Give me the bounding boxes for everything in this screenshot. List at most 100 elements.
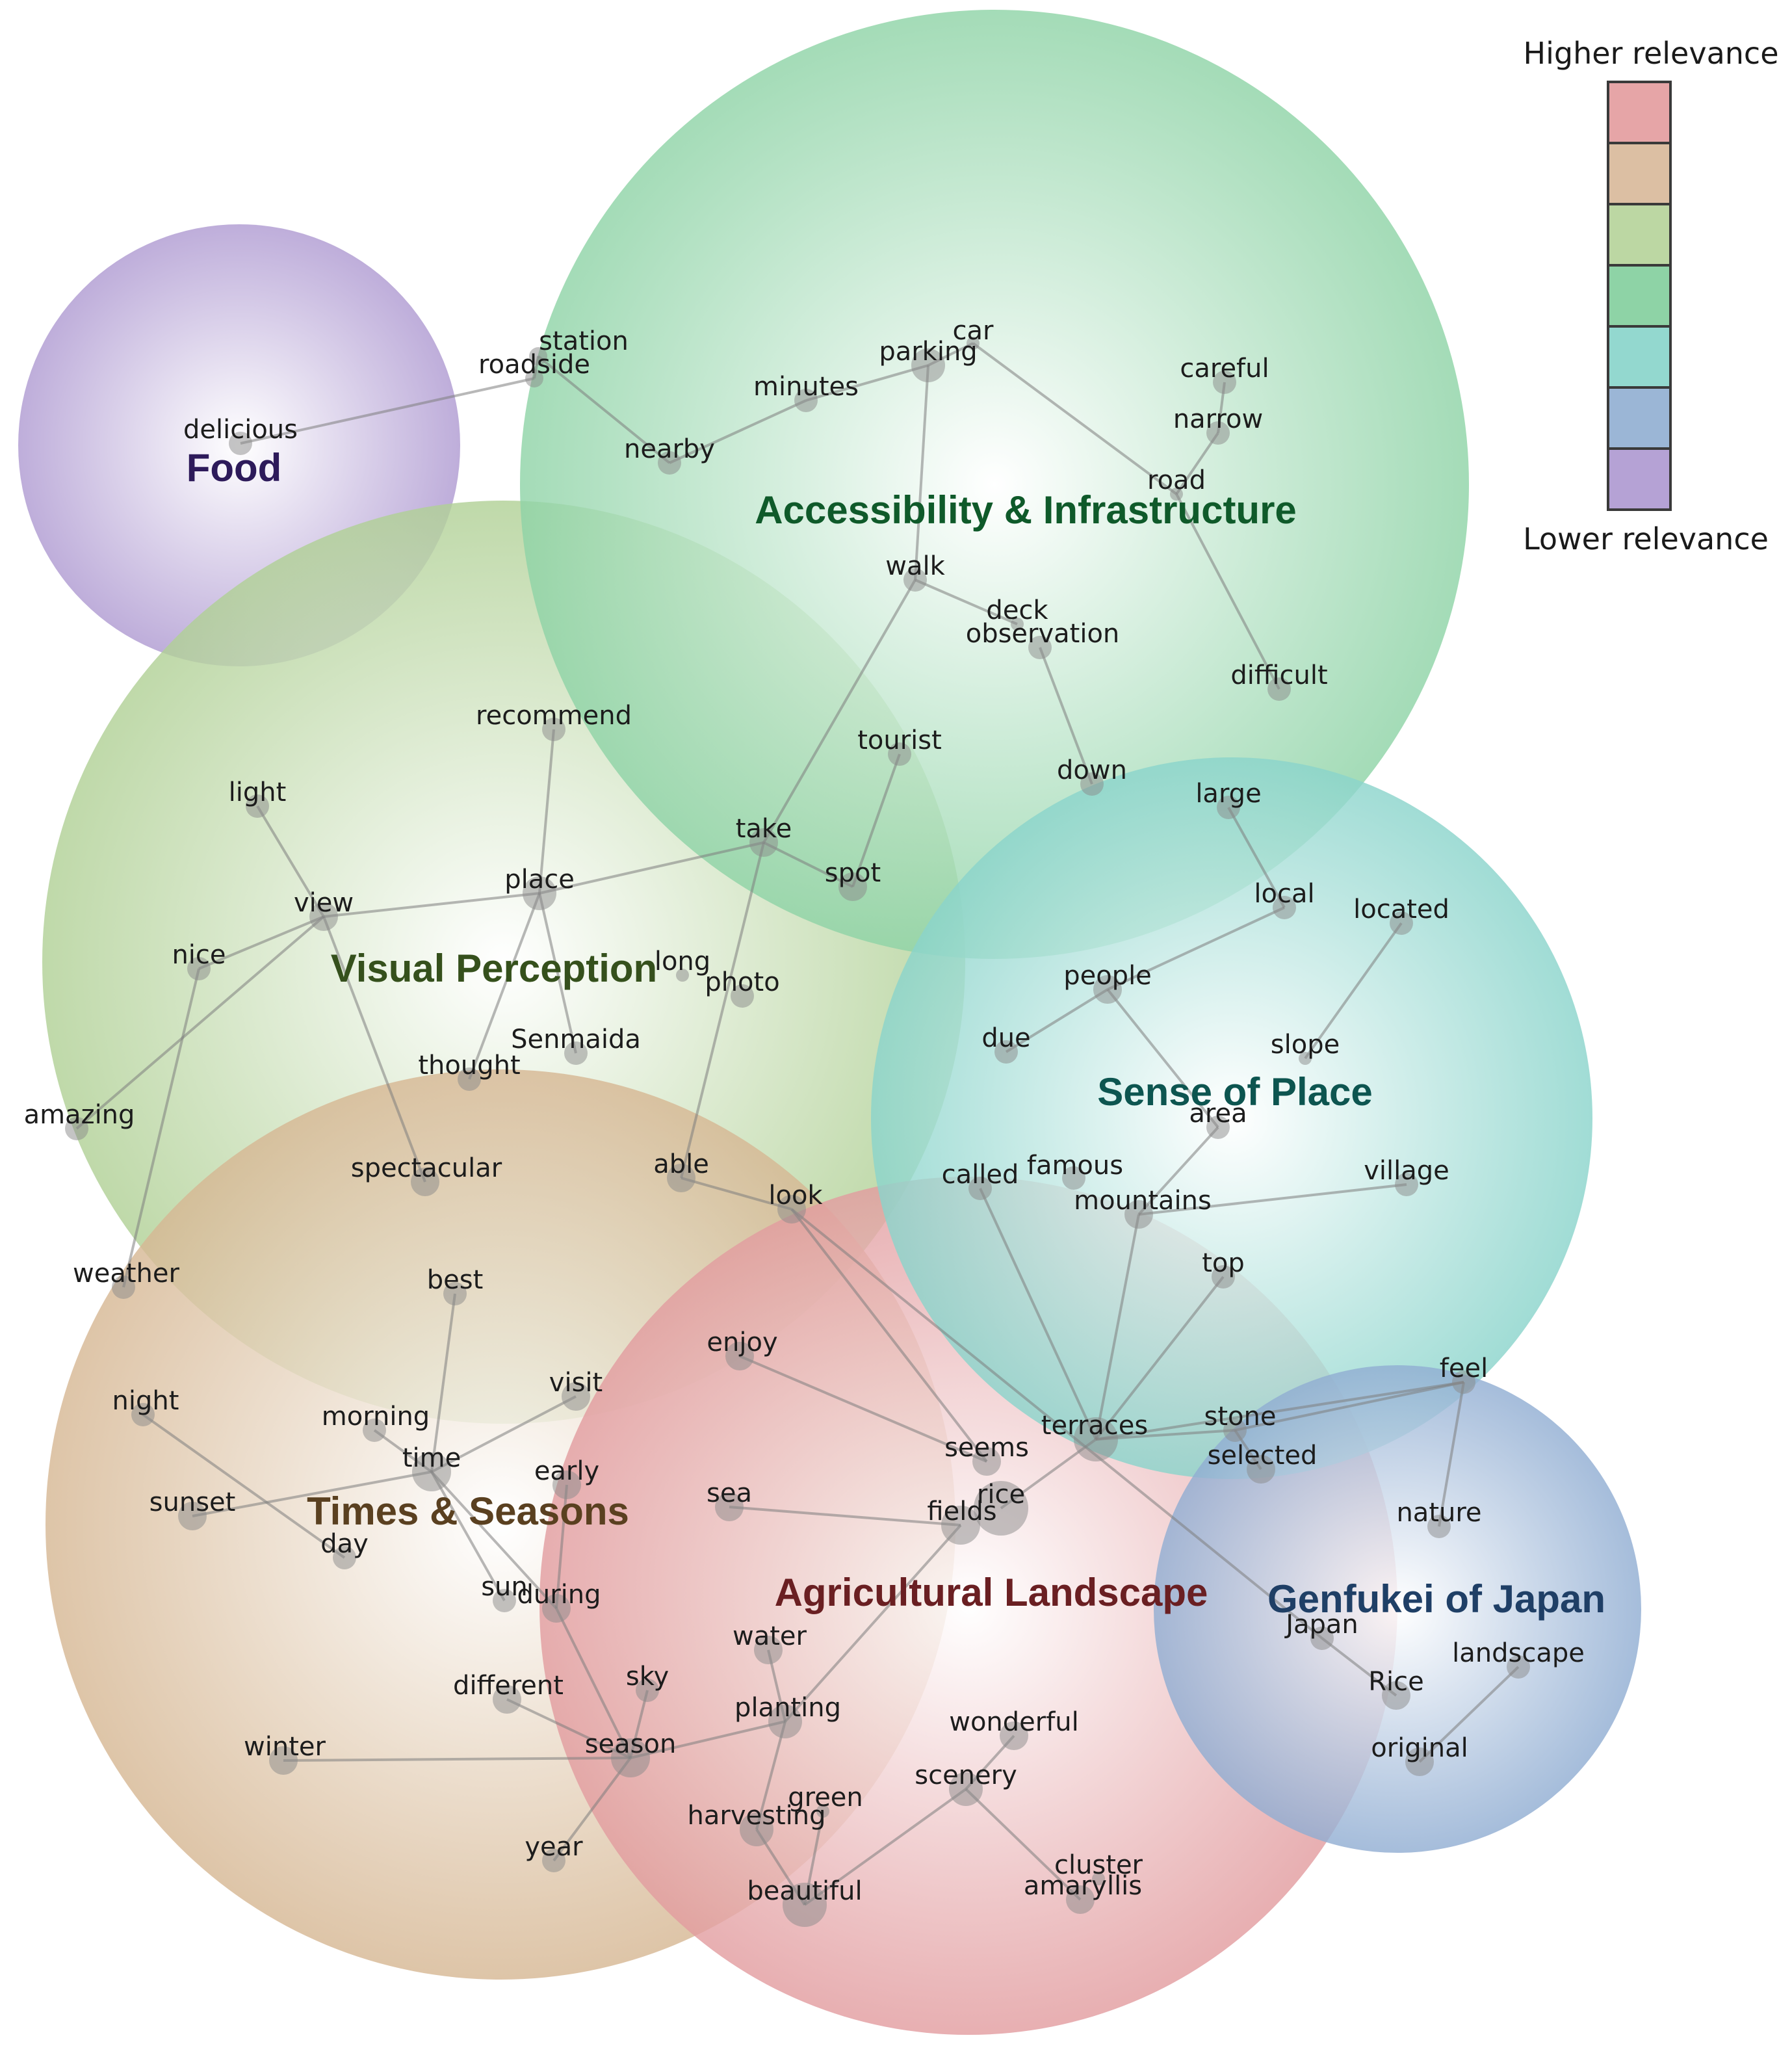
node-delicious (229, 432, 252, 455)
edge-view-spectacular (322, 916, 426, 1183)
node-stone (1223, 1419, 1247, 1442)
word-label-best: best (427, 1265, 484, 1295)
word-label-planting: planting (734, 1693, 841, 1723)
word-label-walk: walk (885, 551, 945, 581)
word-label-amazing: amazing (24, 1100, 135, 1130)
node-year (542, 1849, 565, 1872)
topic-title-food: Food (187, 446, 282, 490)
word-label-feel: feel (1440, 1354, 1488, 1383)
node-roadside (525, 369, 543, 387)
node-slope (1299, 1052, 1312, 1065)
node-green (816, 1805, 829, 1818)
edge-scenery-amaryllis (965, 1788, 1082, 1901)
word-label-tourist: tourist (857, 726, 942, 755)
word-label-spot: spot (825, 858, 881, 888)
edge-time-during (430, 1471, 558, 1610)
word-label-mountains: mountains (1074, 1186, 1212, 1216)
node-winter (269, 1746, 298, 1775)
node-spot (838, 872, 867, 901)
node-famous (1062, 1166, 1085, 1190)
node-place (523, 876, 556, 910)
node-cluster (1092, 1872, 1105, 1885)
edge-road-narrow (1175, 432, 1219, 495)
edge-mountains-village (1138, 1183, 1407, 1216)
word-label-area: area (1189, 1099, 1247, 1129)
node-sea (715, 1493, 744, 1521)
node-Senmaida (564, 1041, 588, 1065)
node-car (967, 337, 980, 350)
word-label-sea: sea (707, 1478, 752, 1508)
node-minutes (794, 389, 818, 412)
node-season (611, 1738, 650, 1777)
node-tourist (888, 742, 911, 766)
node-look (777, 1195, 806, 1224)
word-nodes: deliciousstationroadsidecarparkingminute… (24, 316, 1585, 1927)
word-label-terraces: terraces (1041, 1411, 1148, 1441)
node-sky (636, 1679, 659, 1702)
edge-sea-fields (729, 1506, 961, 1526)
node-weather (112, 1276, 135, 1299)
node-planting (768, 1705, 802, 1738)
edge-look-seems (790, 1208, 988, 1463)
node-time (412, 1452, 451, 1491)
word-label-nice: nice (172, 940, 226, 970)
word-label-during: during (517, 1580, 601, 1610)
edge-people-area (1106, 988, 1219, 1129)
edge-delicious-roadside (240, 377, 535, 445)
bubble-accessibility (520, 10, 1469, 959)
word-label-located: located (1353, 895, 1449, 924)
node-visit (562, 1382, 590, 1411)
word-label-station: station (539, 326, 629, 356)
edge-people-due (1005, 988, 1109, 1053)
topic-title-visual: Visual Perception (331, 947, 657, 990)
node-people (1093, 975, 1122, 1004)
legend-top-label: Higher relevance (1524, 36, 1779, 71)
edge-take-able (680, 842, 765, 1179)
node-nearby (658, 451, 681, 475)
edge-walk-take (762, 579, 916, 843)
edge-top-terraces (1095, 1276, 1225, 1441)
node-rice (974, 1481, 1028, 1536)
node-large (1217, 796, 1240, 819)
node-take (749, 828, 778, 857)
word-label-careful: careful (1180, 354, 1269, 384)
node-walk (903, 568, 927, 592)
node-road (1170, 488, 1183, 501)
word-label-winter: winter (244, 1732, 326, 1762)
edge-terraces-feel (1095, 1381, 1464, 1441)
word-label-place: place (504, 865, 575, 895)
word-label-view: view (294, 888, 354, 918)
edge-Japan-Rice (1321, 1637, 1397, 1697)
word-label-year: year (525, 1832, 583, 1862)
topic-title-sense-of-place: Sense of Place (1097, 1070, 1373, 1114)
word-label-Senmaida: Senmaida (511, 1025, 641, 1054)
edge-parking-walk (914, 365, 929, 581)
edge-view-light (256, 805, 325, 918)
node-narrow (1206, 421, 1230, 445)
edge-nearby-minutes (669, 399, 807, 464)
word-label-able: able (653, 1149, 709, 1179)
edge-planting-harvesting (755, 1721, 786, 1830)
word-label-time: time (402, 1443, 461, 1473)
node-thought (458, 1067, 481, 1091)
node-nice (187, 957, 211, 980)
word-label-beautiful: beautiful (747, 1876, 862, 1906)
legend-swatch-2 (1607, 203, 1672, 267)
topic-title-accessibility: Accessibility & Infrastructure (755, 488, 1297, 532)
node-scenery (949, 1772, 983, 1806)
word-label-thought: thought (418, 1051, 520, 1080)
word-label-long: long (655, 947, 710, 976)
node-amazing (65, 1117, 88, 1140)
word-label-season: season (585, 1729, 677, 1759)
word-label-recommend: recommend (476, 701, 632, 731)
edge-enjoy-seems (739, 1355, 987, 1463)
node-night (131, 1403, 155, 1426)
node-amaryllis (1066, 1885, 1095, 1914)
relevance-legend: Higher relevance Lower relevance (1523, 36, 1778, 556)
word-label-famous: famous (1027, 1151, 1123, 1181)
edge-place-view (323, 892, 540, 918)
node-photo (731, 984, 754, 1008)
word-label-wonderful: wonderful (949, 1707, 1079, 1737)
node-selected (1247, 1455, 1275, 1484)
